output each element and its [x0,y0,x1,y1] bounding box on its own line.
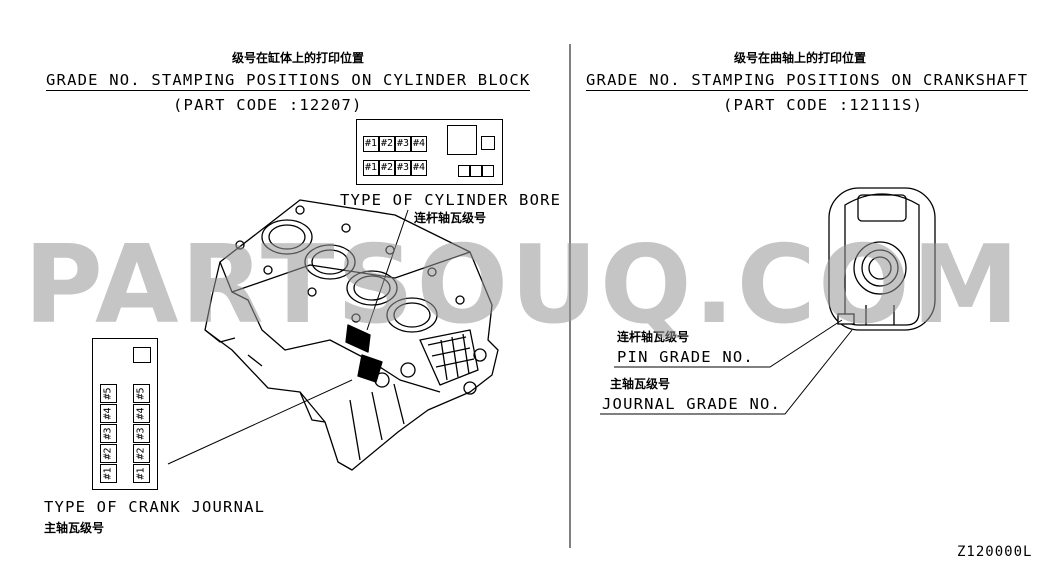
leader-cylinder-bore [366,209,409,331]
left-part-code: (PART CODE :12207) [173,96,363,114]
left-title-en: GRADE NO. STAMPING POSITIONS ON CYLINDER… [46,71,531,91]
bore-blank-small [481,136,495,150]
journal-grade-cell: #2 [133,444,150,463]
left-title-cn: 级号在缸体上的打印位置 [232,51,365,65]
leader-pin-grade [614,319,843,368]
journal-grade-cell: #3 [133,424,150,443]
cylinder-block-drawing [204,199,499,471]
journal-grade-label: JOURNAL GRADE NO. [602,395,782,413]
journal-grade-cell: #5 [100,384,117,403]
bore-grade-cell: #4 [411,136,427,152]
journal-grade-cell: #3 [100,424,117,443]
right-part-code: (PART CODE :12111S) [723,96,924,114]
bore-grade-cell: #2 [379,160,395,176]
bore-grade-cell: #2 [379,136,395,152]
crank-journal-type-box: #1 #2 #3 #4 #5 #1 #2 #3 #4 #5 [92,338,158,490]
journal-grade-cell: #4 [100,404,117,423]
right-title-cn: 级号在曲轴上的打印位置 [734,51,867,65]
watermark: PARTSOUQ.COM [23,223,1022,348]
journal-grade-cell: #1 [100,464,117,483]
type-crank-journal-label: TYPE OF CRANK JOURNAL [44,498,266,516]
leader-crank-journal [167,379,353,465]
journal-blank-cell [133,347,151,363]
main-bearing-label-cn: 主轴瓦级号 [44,521,105,535]
leader-journal-grade [600,329,853,415]
journal-grade-cell: #2 [100,444,117,463]
conrod-bearing-label-cn: 连杆轴瓦级号 [414,211,487,225]
type-cylinder-bore-label: TYPE OF CYLINDER BORE [340,191,562,209]
right-title-en: GRADE NO. STAMPING POSITIONS ON CRANKSHA… [586,71,1029,91]
bore-blank-cell [458,165,470,177]
journal-grade-cell: #4 [133,404,150,423]
journal-grade-label-cn: 主轴瓦级号 [610,377,671,391]
bore-blank-large [447,125,477,155]
journal-grade-cell: #1 [133,464,150,483]
bore-blank-cell [482,165,494,177]
pin-grade-label-cn: 连杆轴瓦级号 [617,330,690,344]
figure-code: Z120000L [957,544,1033,560]
cylinder-bore-type-box: #1 #2 #3 #4 #1 #2 #3 #4 [356,119,503,185]
bore-grade-cell: #1 [363,136,379,152]
bore-grade-cell: #3 [395,136,411,152]
bore-grade-cell: #1 [363,160,379,176]
crankshaft-drawing [828,187,936,331]
bore-grade-cell: #3 [395,160,411,176]
bore-grade-cell: #4 [411,160,427,176]
journal-grade-cell: #5 [133,384,150,403]
bore-blank-cell [470,165,482,177]
pin-grade-label: PIN GRADE NO. [617,348,754,366]
